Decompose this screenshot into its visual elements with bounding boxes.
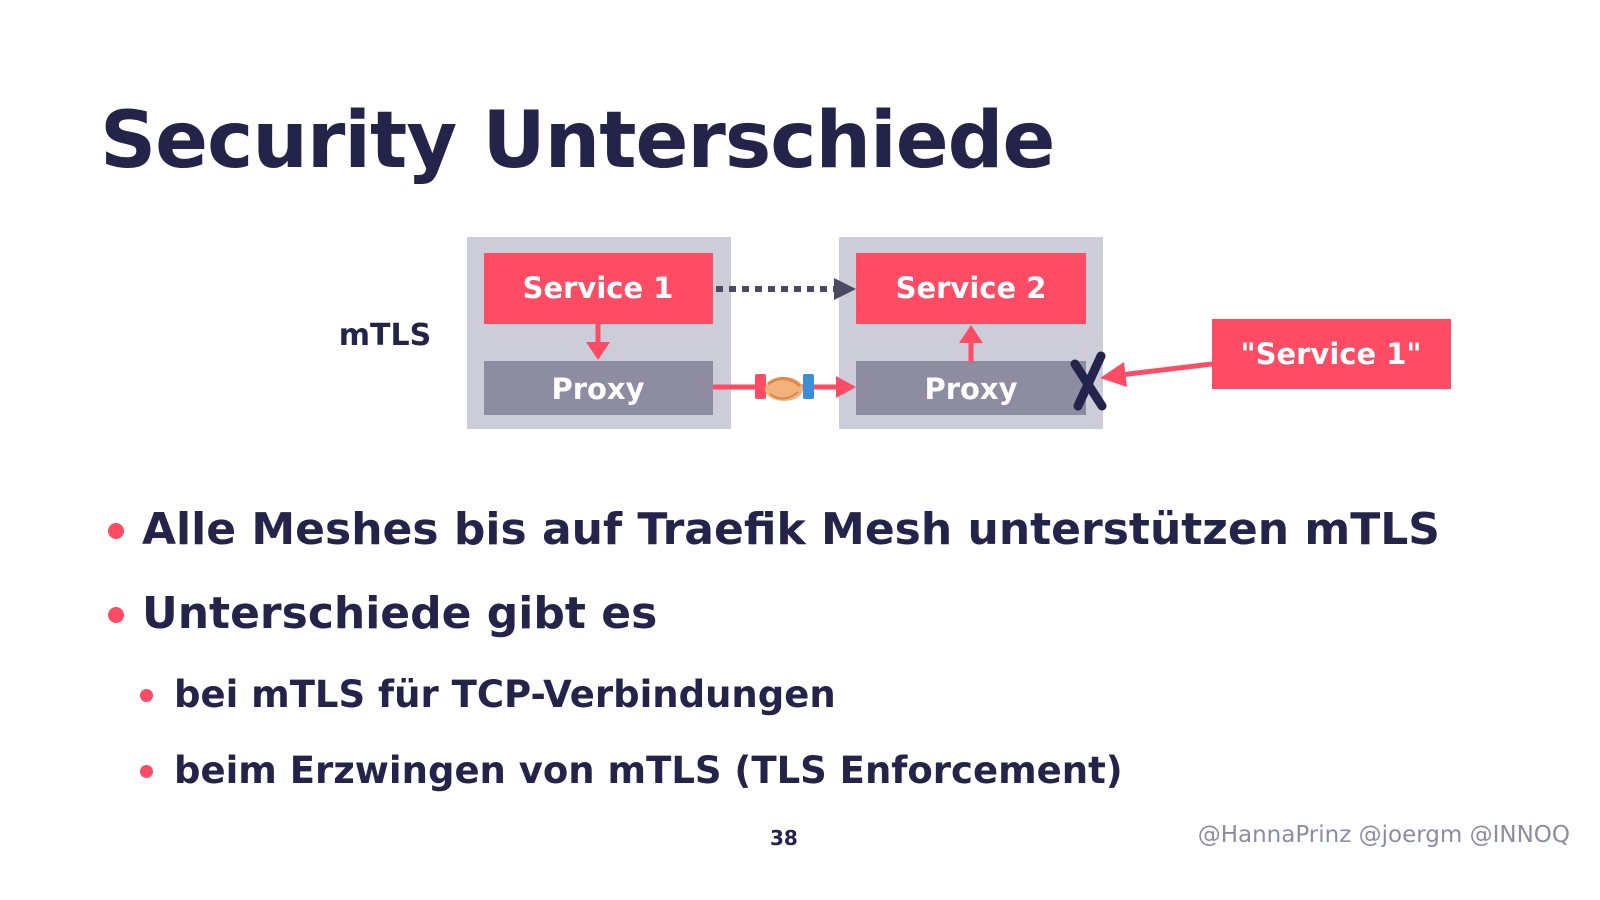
sub-bullet-item: bei mTLS für TCP-Verbindungen: [104, 668, 1564, 722]
logical-connection-arrow: [716, 278, 856, 300]
sub-bullet-text: bei mTLS für TCP-Verbindungen: [174, 673, 836, 716]
proxy-2-box: [856, 361, 1086, 415]
rejected-connection-arrow: [1100, 361, 1213, 387]
impostor-service-box: [1212, 319, 1451, 389]
proxy-1-box: [484, 361, 713, 415]
slide-title: Security Unterschiede: [100, 96, 1055, 186]
bullet-item: Unterschiede gibt es: [104, 584, 1564, 644]
service-2-label: Service 2: [896, 271, 1047, 305]
bullet-item: Alle Meshes bis auf Traefik Mesh unterst…: [104, 500, 1564, 560]
author-credits: @HannaPrinz @joergm @INNOQ: [1197, 822, 1570, 848]
proxy-2-to-service-2-arrow: [959, 325, 983, 362]
service-1-to-proxy-1-arrow: [586, 324, 610, 360]
cross-icon: [1070, 351, 1107, 411]
handshake-icon: [755, 374, 814, 401]
bullet-dot: [140, 689, 153, 702]
service-1-box: [484, 253, 713, 324]
bullet-dot: [108, 607, 124, 623]
service-1-label: Service 1: [523, 271, 674, 305]
page-number: 38: [770, 826, 798, 850]
bullet-dot: [108, 523, 124, 539]
bullet-text: Alle Meshes bis auf Traefik Mesh unterst…: [142, 504, 1440, 555]
sub-bullet-item: beim Erzwingen von mTLS (TLS Enforcement…: [104, 744, 1564, 798]
bullet-list: Alle Meshes bis auf Traefik Mesh unterst…: [104, 500, 1564, 820]
proxy-2-label: Proxy: [924, 372, 1017, 406]
service-2-box: [856, 253, 1086, 324]
bullet-text: Unterschiede gibt es: [142, 588, 658, 639]
mtls-row-label: mTLS: [339, 318, 431, 353]
sub-bullet-text: beim Erzwingen von mTLS (TLS Enforcement…: [174, 749, 1123, 792]
impostor-service-label: "Service 1": [1240, 337, 1421, 371]
proxy-1-label: Proxy: [551, 372, 644, 406]
bullet-dot: [140, 765, 153, 778]
